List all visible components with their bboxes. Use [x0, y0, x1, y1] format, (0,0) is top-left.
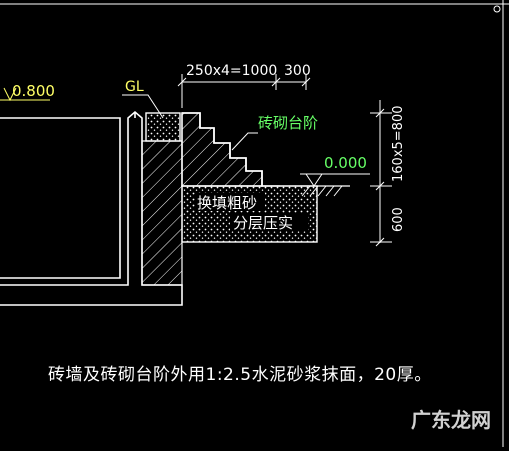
level-marker-left: 0.800: [0, 82, 55, 102]
dim-top-text: 250x4=1000: [186, 63, 277, 79]
brick-steps-leader: [231, 132, 258, 151]
dimension-vertical: [370, 100, 392, 247]
frame-corner-mark: [493, 5, 501, 13]
gl-beam: [145, 112, 181, 142]
dim-top-right-text: 300: [284, 63, 311, 79]
left-building: [0, 110, 183, 306]
construction-note: 砖墙及砖砌台阶外用1:2.5水泥砂浆抹面，20厚。: [48, 365, 432, 385]
level-marker-right: 0.000: [280, 154, 370, 197]
watermark-logo: 广东龙网: [411, 408, 491, 432]
gl-text: GL: [125, 79, 144, 95]
fill-label-2: 分层压实: [233, 214, 293, 232]
fill-text-bg-2: [230, 213, 308, 231]
step-outline: [182, 112, 280, 187]
brick-steps-body: [181, 112, 263, 187]
brick-wall: [141, 140, 183, 286]
dimension-top: [177, 74, 311, 108]
brick-steps-text: 砖砌台阶: [258, 114, 318, 132]
dim-vertical-bottom-text: 600: [391, 207, 406, 232]
level-right-text: 0.000: [324, 154, 367, 172]
fill-text-bg-1: [195, 193, 265, 211]
level-left-text: 0.800: [12, 82, 55, 100]
dim-vertical-top-text: 160x5=800: [391, 106, 406, 182]
gl-label: GL: [122, 79, 164, 119]
fill-label-1: 换填粗砂: [197, 194, 257, 212]
